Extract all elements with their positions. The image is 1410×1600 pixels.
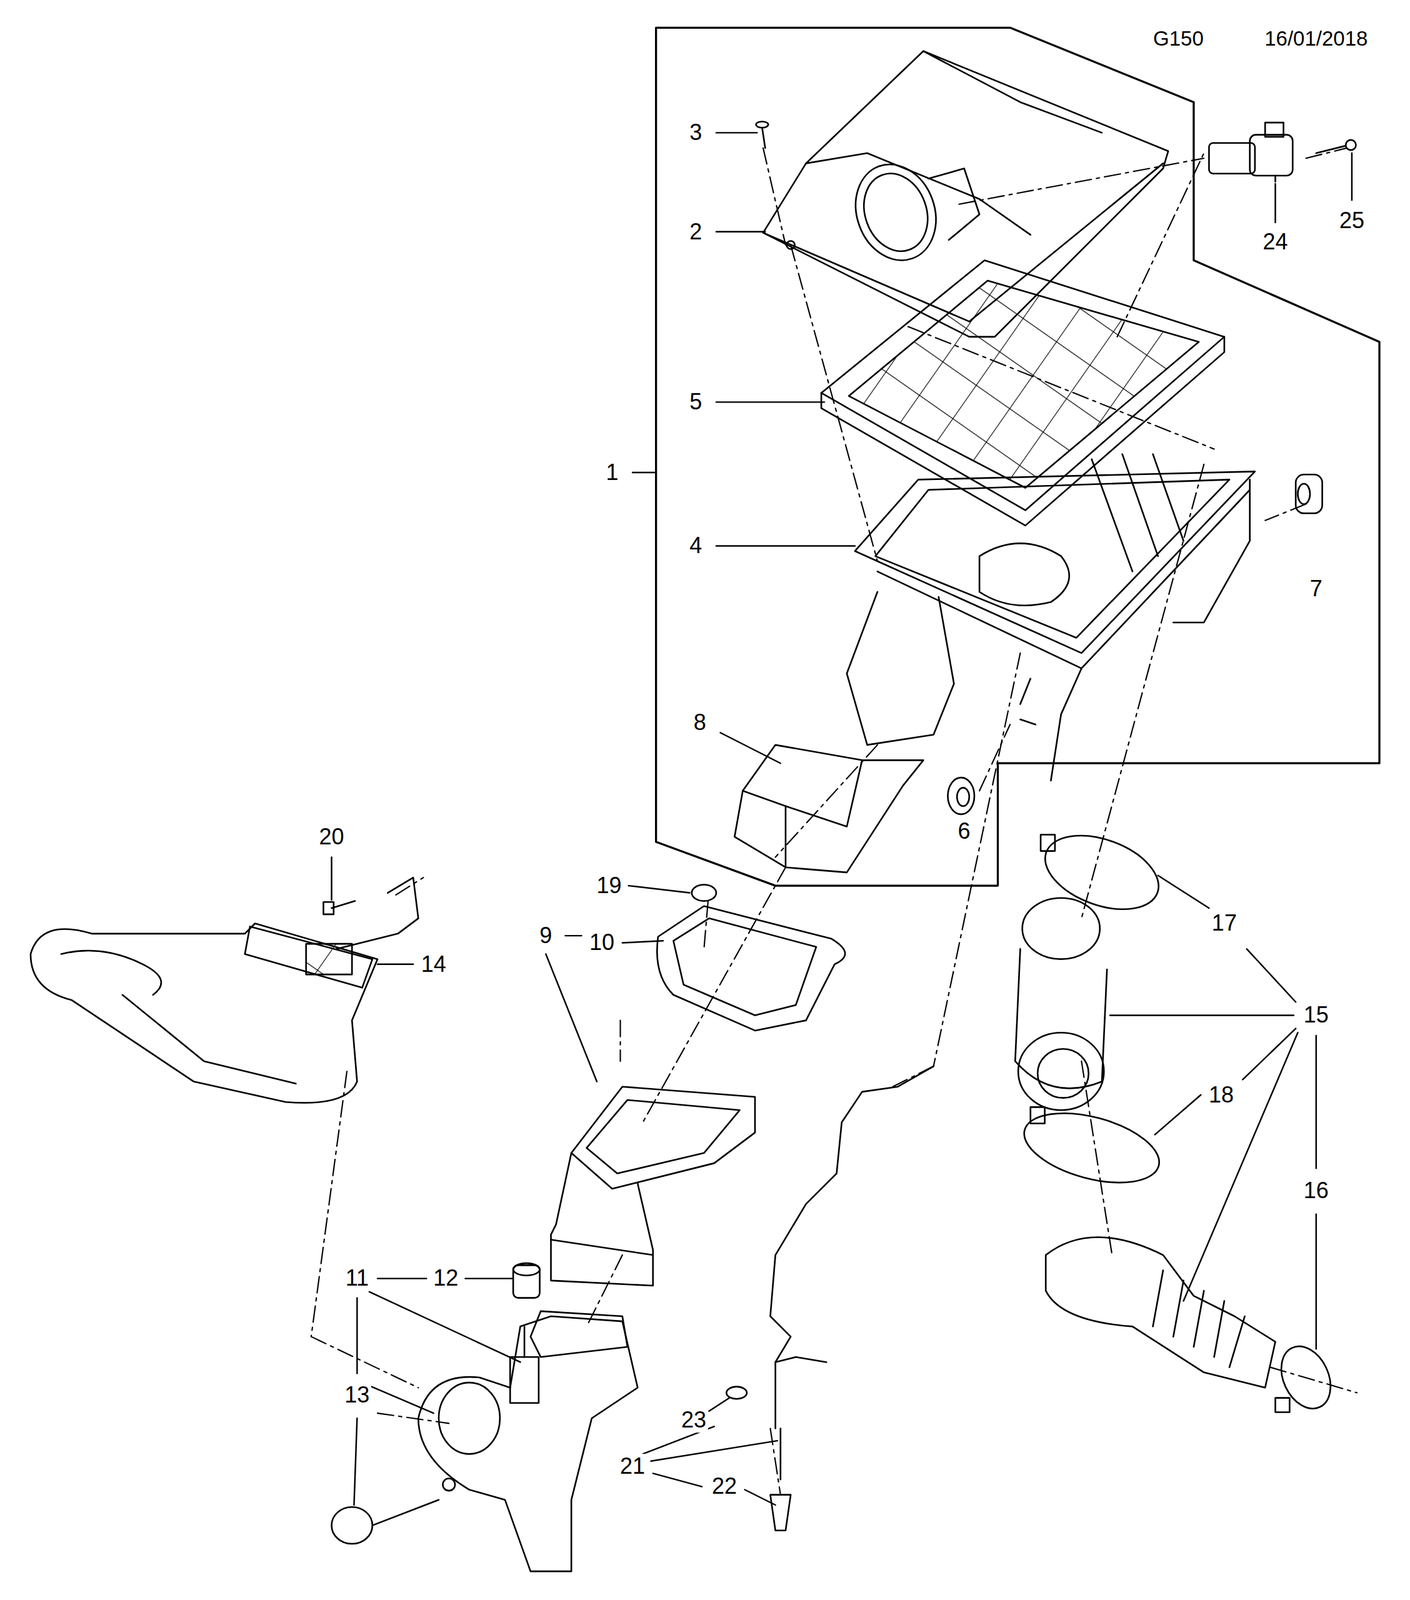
callout-number: 5	[687, 389, 704, 415]
callout-number: 24	[1260, 229, 1290, 255]
callout-number: 7	[1308, 576, 1325, 602]
callout-number: 3	[687, 120, 704, 145]
callout-number: 2	[687, 219, 704, 245]
clip	[726, 1386, 747, 1400]
hose-clamp	[1035, 821, 1169, 924]
hose-clamp	[1016, 1100, 1167, 1196]
callout-number: 25	[1337, 208, 1367, 234]
intake-hose	[1045, 1236, 1275, 1388]
callout-number: 23	[679, 1408, 709, 1434]
grommet	[948, 777, 975, 815]
air-box-lower	[846, 454, 1255, 781]
breather-hose	[770, 1066, 934, 1531]
grommet	[331, 1500, 439, 1544]
callout-number: 20	[317, 824, 347, 850]
hose-clamp	[1271, 1338, 1340, 1417]
grommet	[1295, 474, 1322, 514]
callout-number: 11	[343, 1266, 371, 1292]
bolt	[323, 901, 355, 915]
callout-number: 21	[618, 1453, 647, 1479]
callout-number: 1	[603, 460, 620, 485]
callout-number: 16	[1301, 1178, 1331, 1204]
header-text: G150	[1151, 27, 1206, 50]
assembly-lines	[311, 148, 1357, 1495]
callout-number: 14	[419, 951, 449, 977]
callout-number: 13	[342, 1382, 372, 1408]
plug	[691, 884, 717, 901]
callout-number: 22	[710, 1474, 739, 1500]
intake-duct	[551, 1086, 755, 1286]
callout-number: 17	[1210, 911, 1239, 937]
sensor	[1208, 122, 1293, 182]
intake-snorkel	[30, 877, 419, 1103]
air-box-cover	[763, 51, 1169, 337]
callout-number: 6	[956, 819, 973, 845]
screw	[756, 121, 769, 148]
callout-number: 9	[537, 923, 554, 949]
callout-number: 10	[587, 930, 617, 956]
callout-number: 19	[595, 873, 624, 899]
leader-lines	[331, 132, 1352, 1505]
callout-number: 12	[431, 1266, 460, 1292]
callout-number: 18	[1206, 1082, 1236, 1108]
callout-number: 8	[691, 710, 709, 735]
resonator-box	[418, 1311, 638, 1572]
cap	[513, 1263, 540, 1299]
assembly-outline	[656, 27, 1380, 886]
screw	[1316, 140, 1357, 154]
callout-number: 4	[687, 533, 704, 559]
callout-number: 15	[1301, 1002, 1331, 1028]
duct-piece	[734, 745, 924, 873]
gasket	[656, 906, 845, 1031]
air-filter	[816, 255, 1245, 526]
header-text: 16/01/2018	[1262, 27, 1370, 50]
air-flow-housing	[1015, 898, 1107, 1111]
